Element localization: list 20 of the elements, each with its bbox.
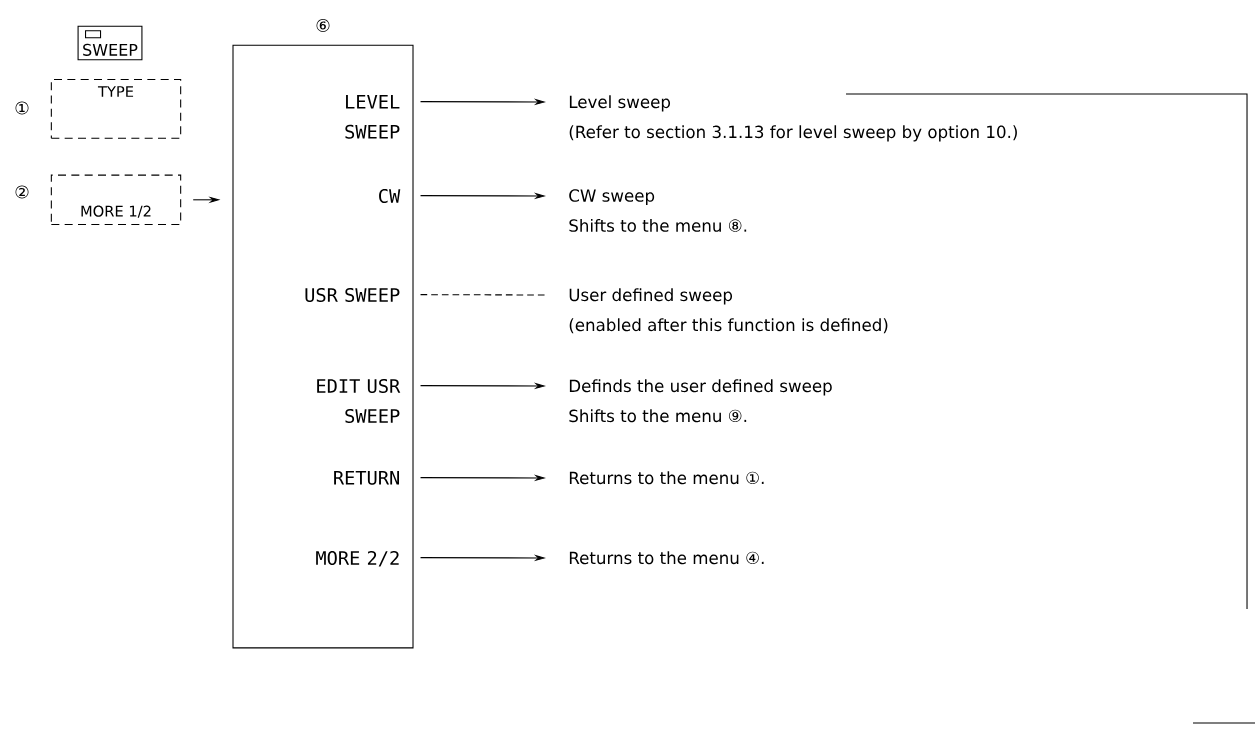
description-text: User defined sweep (enabled after this function is defined) — [569, 288, 888, 334]
softkey-box: MORE 1/2 — [50, 174, 182, 225]
description-text: CW sweep Shifts to the menu ⑧. — [569, 189, 747, 232]
softkey-label: LEVEL SWEEP — [345, 94, 400, 139]
circled-number: ① — [15, 101, 29, 115]
key-box: SWEEP — [77, 25, 143, 61]
description-text: Level sweep (Refer to section 3.1.13 for level sweep by option 10.) — [569, 95, 1017, 142]
description-text: Returns to the menu ④. — [569, 551, 764, 565]
line — [845, 93, 1248, 610]
softkey-box: TYPE — [50, 79, 182, 139]
softkey-label: USR SWEEP — [305, 287, 400, 303]
softkey-label: RETURN — [334, 470, 399, 485]
softkey-label: CW — [379, 188, 401, 204]
softkey-label: EDIT USR SWEEP — [317, 378, 401, 424]
circled-number: ② — [15, 185, 29, 199]
softkey-label: MORE 2/2 — [316, 550, 399, 567]
circled-number: ⑥ — [316, 18, 330, 32]
description-text: Returns to the menu ①. — [569, 471, 764, 485]
description-text: Definds the user defined sweep Shifts to the menu ⑨. — [569, 379, 832, 423]
leader-line — [420, 294, 547, 296]
